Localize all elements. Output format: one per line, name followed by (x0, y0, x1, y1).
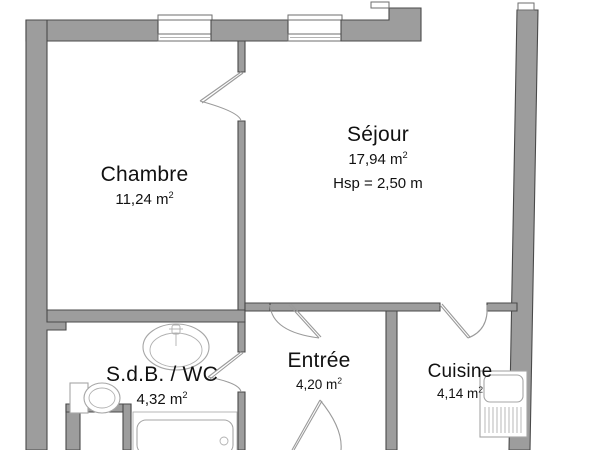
door-chambre (199, 71, 244, 122)
wall-partition-chambre-lower (237, 120, 246, 312)
fixture-kitchen-sink (479, 370, 528, 438)
wall-entree-cuisine-vertical (385, 310, 398, 450)
door-entree-south (291, 399, 342, 450)
window-north-right (287, 14, 343, 42)
door-sdb (207, 351, 244, 393)
wall-entree-cuisine-head (269, 302, 441, 312)
wall-west (25, 19, 67, 450)
wall-north-right (340, 1, 422, 42)
door-entree-sejour (269, 303, 322, 339)
door-cuisine (439, 303, 488, 339)
wall-partition-chambre-upper (237, 40, 246, 73)
window-north-left (157, 14, 213, 42)
fixture-bathtub (132, 411, 238, 450)
fixture-washbasin (142, 323, 210, 371)
wall-cuisine-east-head (486, 302, 518, 312)
wall-north-middle (210, 19, 289, 42)
fixture-toilet (69, 382, 121, 414)
wall-chambre-sdb (46, 309, 246, 323)
wall-sdb-entree (237, 321, 246, 450)
